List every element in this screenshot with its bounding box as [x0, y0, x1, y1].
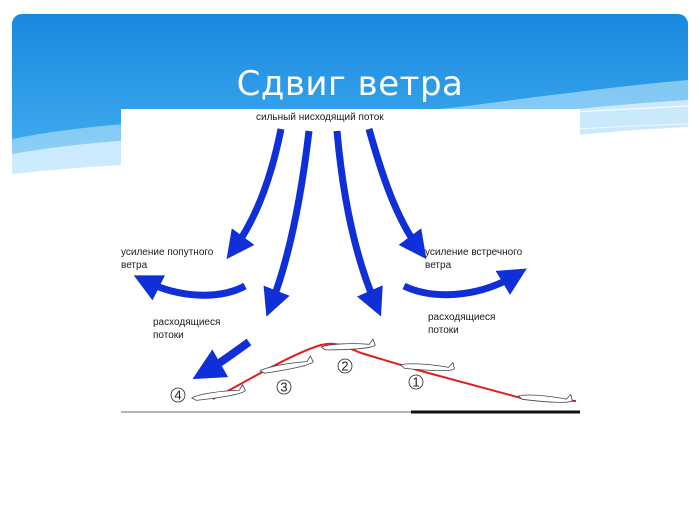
- airplane-4-icon: [191, 383, 246, 401]
- airplane-1-icon: [399, 361, 455, 372]
- downdraft-arrow-outer-right: [365, 128, 427, 260]
- svg-text:3: 3: [280, 380, 287, 395]
- tailwind-arrow: [133, 275, 247, 301]
- airplane-3-icon: [259, 355, 314, 374]
- svg-text:2: 2: [341, 359, 348, 374]
- position-marker-2: 2: [337, 359, 353, 374]
- downdraft-arrow-outer-left: [226, 128, 285, 260]
- downdraft-arrow-inner-right: [333, 130, 383, 317]
- headwind-arrow: [402, 268, 527, 299]
- diagram-canvas: 4 3 2 1: [121, 128, 580, 414]
- airplane-0-icon: [517, 393, 573, 403]
- wind-shear-diagram: 4 3 2 1 сильный нисходящий поток усилени…: [121, 109, 580, 414]
- position-marker-3: 3: [276, 380, 292, 395]
- downdraft-arrow-inner-left: [263, 130, 313, 317]
- diverging-arrow-lower: [192, 338, 252, 380]
- svg-text:4: 4: [174, 388, 181, 403]
- label-headwind: усиление встречного ветра: [425, 247, 523, 271]
- slide-title: Сдвиг ветра: [236, 64, 464, 104]
- flight-path: [212, 342, 577, 402]
- position-marker-4: 4: [170, 388, 186, 403]
- label-downdraft: сильный нисходящий поток: [256, 112, 384, 123]
- position-marker-1: 1: [408, 375, 424, 390]
- svg-text:1: 1: [412, 375, 419, 390]
- label-diverging-left: расходящиеся потоки: [153, 317, 221, 341]
- label-tailwind: усиление попутного ветра: [121, 247, 214, 271]
- airplane-2-icon: [320, 338, 376, 351]
- label-diverging-right: расходящиеся потоки: [428, 312, 496, 336]
